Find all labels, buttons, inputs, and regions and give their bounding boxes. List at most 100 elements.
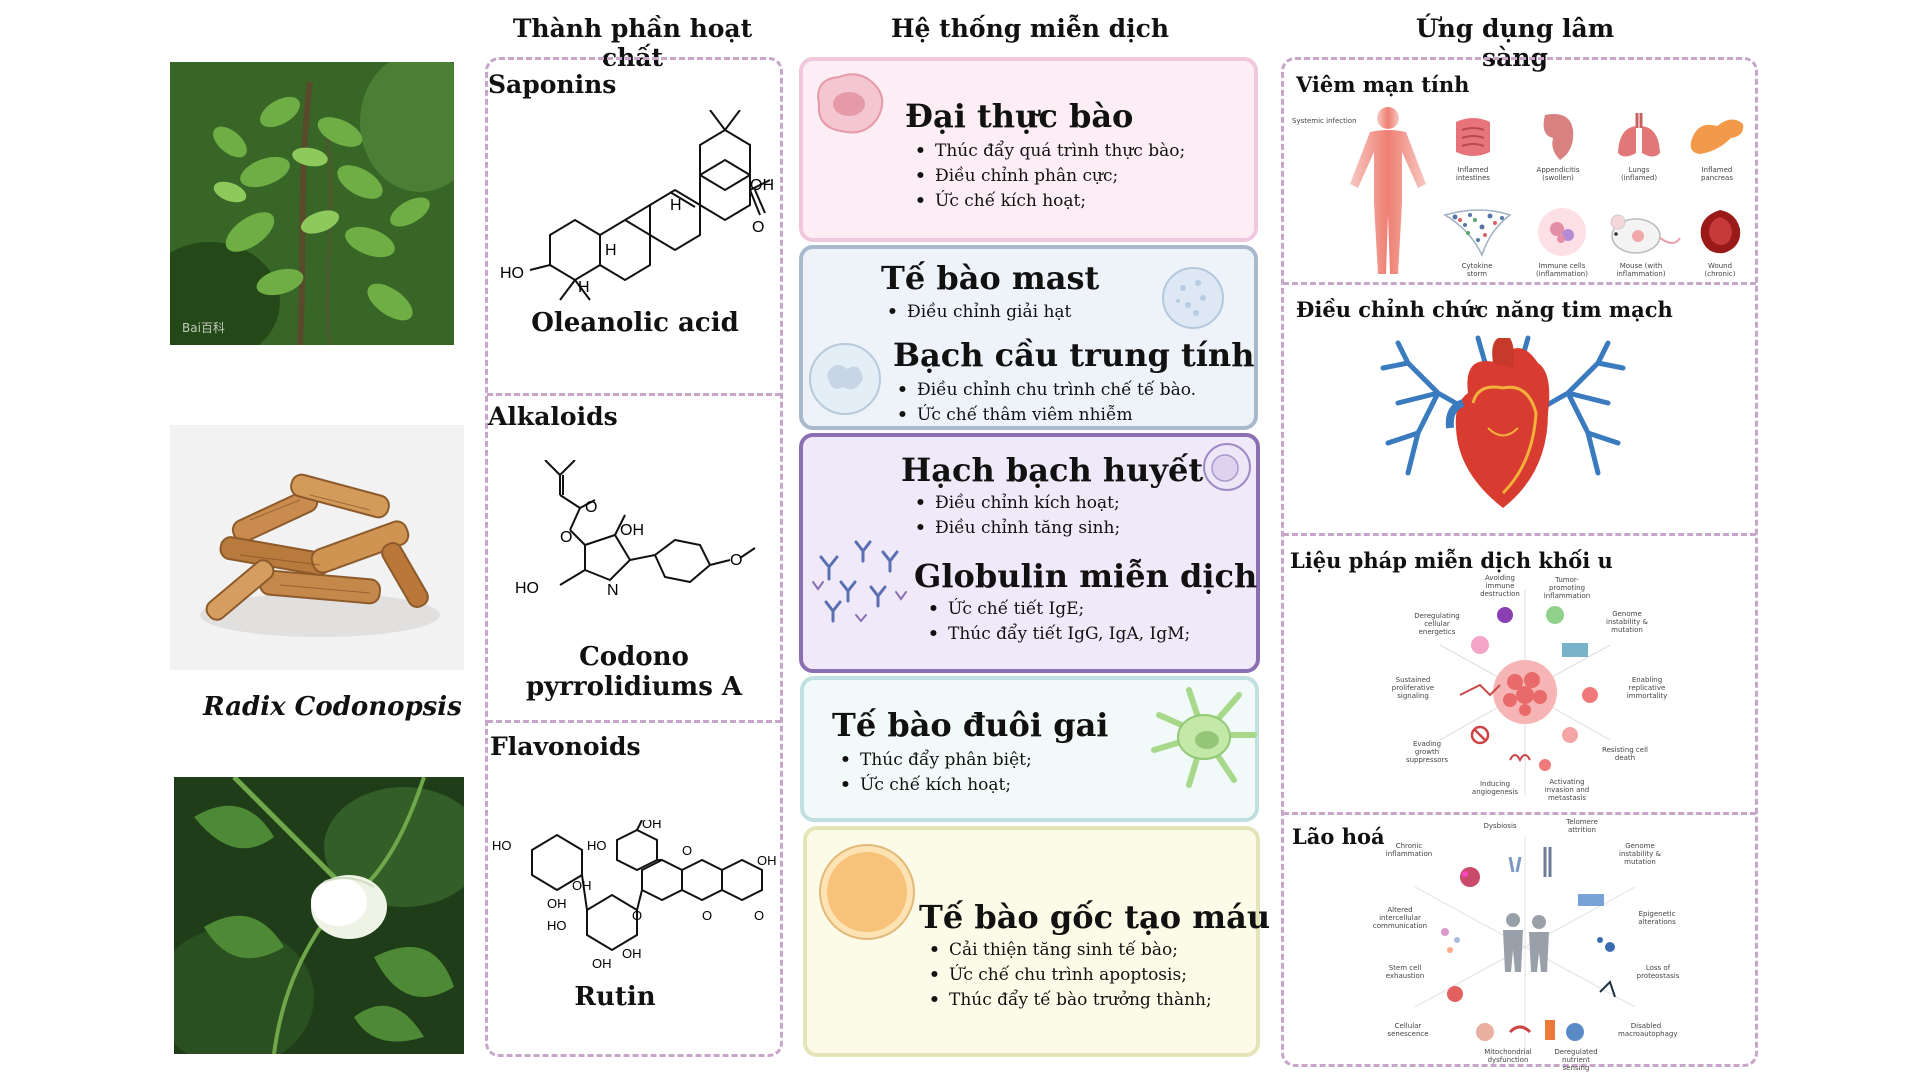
intestines-icon: [1456, 118, 1490, 156]
immunoglobulin-item: Thúc đẩy tiết IgG, IgA, IgM;: [926, 622, 1190, 647]
label-stem-exhaustion: Stem cell exhaustion: [1385, 964, 1425, 980]
label-replicative-immortality: Enabling replicative immortality: [1626, 676, 1668, 700]
card-lymph-immunoglobulin: Hạch bạch huyết Điều chỉnh kích hoạt; Đi…: [799, 433, 1260, 673]
stem-cell-item: Thúc đẩy tế bào trưởng thành;: [927, 988, 1212, 1013]
wound-icon: [1700, 210, 1741, 254]
clinical-tumor-immunotherapy: Liệu pháp miễn dịch khối u: [1290, 548, 1613, 573]
label-genome-aging: Genome instability & mutation: [1619, 842, 1661, 866]
stem-cell-item: Ức chế chu trình apoptosis;: [927, 963, 1212, 988]
ole-label-h2: H: [578, 279, 590, 296]
label-proteostasis: Loss of proteostasis: [1636, 964, 1680, 980]
neutrophil-item: Ức chế thâm viêm nhiễm: [895, 403, 1196, 428]
neutrophil-list: Điều chỉnh chu trình chế tế bào. Ức chế …: [895, 378, 1196, 428]
label-mouse: Mouse (with inflammation): [1616, 262, 1666, 278]
macrophage-list: Thúc đẩy quá trình thực bào; Điều chỉnh …: [913, 139, 1185, 214]
label-systemic-infection: Systemic infection: [1292, 117, 1357, 125]
header-immune: Hệ thống miễn dịch: [890, 14, 1170, 43]
macrophage-icon: [817, 73, 884, 134]
herb-name: Radix Codonopsis: [203, 692, 462, 722]
lymph-node-title: Hạch bạch huyết: [901, 451, 1204, 489]
header-clinical: Ứng dụng lâm sàng: [1415, 14, 1615, 72]
rutin-label-oh5: OH: [622, 946, 642, 961]
label-angiogenesis: Inducing angiogenesis: [1471, 780, 1519, 796]
immunoglobulin-item: Ức chế tiết IgE;: [926, 597, 1190, 622]
human-body-icon: [1350, 107, 1426, 274]
label-pancreas: Inflamed pancreas: [1701, 166, 1733, 182]
neutrophil-icon: [809, 343, 881, 415]
compound-codono-pyrrolidiums: Codono pyrrolidiums A: [525, 642, 743, 702]
dendritic-item: Ức chế kích hoạt;: [838, 773, 1032, 798]
label-cytokine-storm: Cytokine storm: [1461, 262, 1493, 278]
label-dysbiosis: Dysbiosis: [1483, 822, 1517, 830]
dendritic-list: Thúc đẩy phân biệt; Ức chế kích hoạt;: [838, 748, 1032, 798]
clinical-divider-3: [1283, 812, 1756, 815]
label-immune-cells: Immune cells (inflammation): [1536, 262, 1588, 278]
mast-cell-list: Điều chỉnh giải hạt: [885, 300, 1071, 325]
rutin-label-ho3: HO: [547, 918, 567, 933]
rutin-label-o1: O: [754, 908, 764, 923]
label-epigenetic: Epigenetic alterations: [1638, 910, 1676, 926]
rutin-label-ho2: HO: [587, 838, 607, 853]
immune-cells-icon: [1538, 208, 1586, 256]
rutin-label-ho1: HO: [492, 838, 512, 853]
label-invasion-metastasis: Activating invasion and metastasis: [1544, 778, 1590, 802]
label-deregulating-energetics: Deregulating cellular energetics: [1414, 612, 1460, 636]
lymph-node-item: Điều chỉnh tăng sinh;: [913, 516, 1120, 541]
components-divider-1: [487, 393, 781, 396]
rutin-label-oh4: OH: [592, 956, 612, 970]
cancer-hallmarks-wheel: [1440, 590, 1610, 795]
lungs-icon: [1618, 113, 1660, 157]
ole-label-h1: H: [605, 242, 617, 259]
dendritic-title: Tế bào đuôi gai: [832, 706, 1109, 744]
immunoglobulin-list: Ức chế tiết IgE; Thúc đẩy tiết IgG, IgA,…: [926, 597, 1190, 647]
appendix-icon: [1543, 114, 1574, 160]
label-cell-death: Resisting cell death: [1602, 746, 1648, 762]
alk-label-ho: HO: [515, 580, 539, 597]
rutin-label-o4: O: [682, 843, 692, 858]
photo-roots: [170, 425, 464, 670]
label-nutrient-sensing: Deregulated nutrient sensing: [1554, 1048, 1598, 1072]
rutin-label-oh3: OH: [642, 820, 662, 831]
rutin-label-oh2: OH: [572, 878, 592, 893]
macrophage-item: Ức chế kích hoạt;: [913, 189, 1185, 214]
neutrophil-item: Điều chỉnh chu trình chế tế bào.: [895, 378, 1196, 403]
clinical-aging: Lão hoá: [1292, 824, 1385, 849]
clinical-chronic-inflammation: Viêm mạn tính: [1296, 72, 1470, 97]
class-saponins: Saponins: [488, 70, 617, 99]
dendritic-cell-icon: [1151, 687, 1257, 788]
card-stem-cell: Tế bào gốc tạo máu Cải thiện tăng sinh t…: [803, 826, 1270, 1057]
clinical-divider-2: [1283, 533, 1756, 536]
macrophage-title: Đại thực bào: [905, 97, 1134, 135]
label-senescence: Cellular senescence: [1387, 1022, 1429, 1038]
photo-leaves: Bai百科: [170, 62, 454, 345]
stem-cell-title: Tế bào gốc tạo máu: [919, 898, 1271, 936]
pancreas-icon: [1690, 119, 1744, 154]
label-chronic-inflammation: Chronic inflammation: [1385, 842, 1433, 858]
alk-label-n: N: [607, 582, 619, 599]
ole-label-ho: HO: [500, 265, 524, 282]
label-altered-communication: Altered intercellular communication: [1372, 906, 1428, 930]
heart-icon: [1380, 335, 1626, 508]
alk-label-o1: O: [585, 499, 597, 516]
ole-label-o: O: [752, 219, 764, 236]
clinical-divider-1: [1283, 282, 1756, 285]
dendritic-item: Thúc đẩy phân biệt;: [838, 748, 1032, 773]
label-wound: Wound (chronic): [1704, 262, 1736, 278]
stem-cell-list: Cải thiện tăng sinh tế bào; Ức chế chu t…: [927, 938, 1212, 1013]
stem-cell-icon: [819, 844, 915, 940]
lymph-node-list: Điều chỉnh kích hoạt; Điều chỉnh tăng si…: [913, 491, 1120, 541]
aging-hallmarks-wheel: [1414, 837, 1636, 1054]
compound-rutin: Rutin: [574, 982, 656, 1012]
macrophage-item: Thúc đẩy quá trình thực bào;: [913, 139, 1185, 164]
label-growth-suppressors: Evading growth suppressors: [1405, 740, 1449, 764]
rutin-structure: HO HO OH OH OH HO OH OH OH O O O O: [492, 820, 777, 970]
oleanolic-acid-structure: HO H H H OH O: [500, 110, 774, 301]
ole-label-oh: OH: [750, 177, 774, 194]
mast-cell-title: Tế bào mast: [881, 259, 1100, 297]
mouse-icon: [1610, 214, 1681, 254]
rutin-label-o2: O: [702, 908, 712, 923]
stem-cell-item: Cải thiện tăng sinh tế bào;: [927, 938, 1212, 963]
alk-label-o2: O: [560, 529, 572, 546]
ole-label-h3: H: [670, 197, 682, 214]
codono-pyrrolidium-structure: O O OH HO N O: [515, 460, 756, 599]
